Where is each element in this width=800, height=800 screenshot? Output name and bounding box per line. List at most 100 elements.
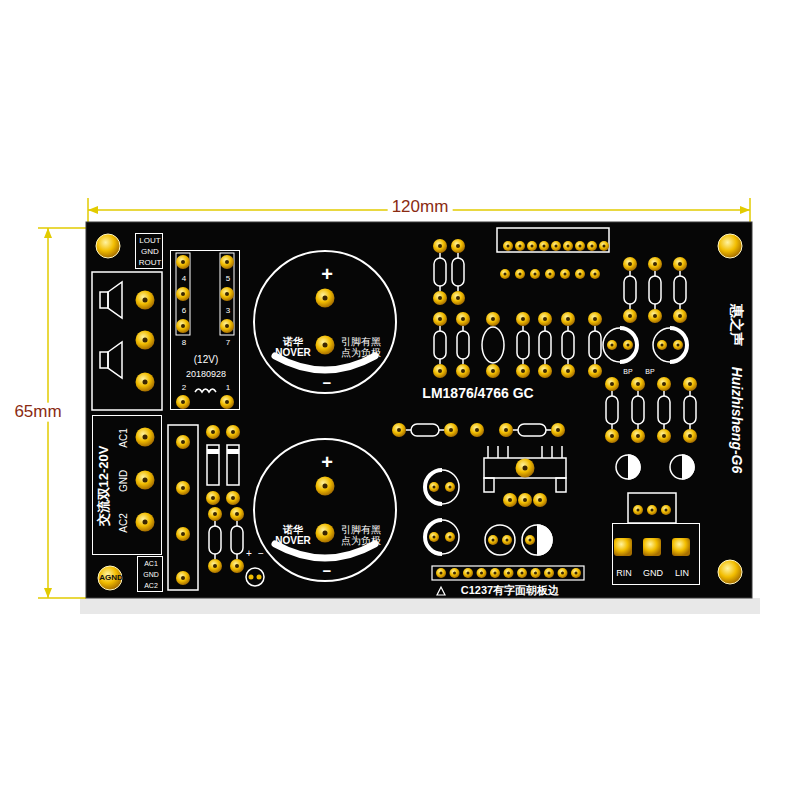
capacitor-pads — [623, 340, 633, 350]
relay-pads — [220, 319, 234, 333]
relay-pads — [176, 255, 190, 269]
header-connector — [497, 228, 609, 279]
pcb-board — [86, 222, 752, 598]
electrolytic-capacitor — [682, 455, 694, 479]
pin-strip — [463, 568, 473, 578]
resistor-symbol — [561, 312, 575, 378]
relay-symbol — [176, 253, 234, 392]
capacitor-pads — [657, 340, 667, 350]
capacitor-pads — [525, 535, 535, 545]
silkscreen-text: + — [321, 451, 333, 473]
electrolytic-capacitor — [616, 455, 640, 479]
terminal-pads — [136, 373, 155, 392]
output-label-box: LOUTGNDROUT — [135, 233, 163, 269]
resistor-symbol — [486, 312, 500, 326]
mounting-holes — [96, 234, 742, 590]
rectifier-bridge — [176, 571, 190, 585]
header-connector — [527, 241, 537, 251]
input-connector — [633, 505, 643, 515]
silkscreen-text: 2 — [182, 384, 186, 393]
silkscreen-text: 3 — [226, 307, 230, 316]
silkscreen-text: 引脚有黑 点为负极 — [338, 336, 384, 358]
dimension-lines — [38, 597, 86, 599]
silkscreen-text: AC1 — [118, 428, 129, 447]
mounting-holes — [98, 566, 122, 590]
resistor-symbol — [433, 239, 447, 305]
input-connector — [661, 505, 671, 515]
dimension-label: 65mm — [10, 403, 65, 422]
brand-label: Huizhisheng-G6 — [728, 367, 743, 474]
silkscreen-text: AC1 — [144, 560, 158, 568]
capacitor-pads — [429, 340, 683, 545]
silkscreen-text: GND — [643, 569, 663, 579]
electrolytic-capacitor — [670, 455, 694, 479]
resistor-symbol — [673, 257, 687, 323]
heatsink — [484, 446, 566, 492]
electrolytic-capacitor — [425, 520, 459, 554]
diode-symbol — [226, 491, 240, 505]
capacitor-pads — [316, 289, 335, 543]
header-connector — [545, 269, 555, 279]
heatsink — [561, 446, 563, 458]
speaker-terminal — [92, 272, 162, 410]
header-connector — [500, 269, 510, 279]
resistor-symbol — [482, 327, 504, 363]
rectifier-bridge — [168, 425, 198, 590]
resistor-symbol — [516, 312, 530, 378]
resistor-symbol — [499, 423, 565, 437]
capacitor-pads — [429, 532, 439, 542]
header-connector — [575, 241, 585, 251]
dimension-lines — [38, 227, 86, 229]
resistor-symbol — [433, 312, 447, 378]
header-connector — [539, 241, 549, 251]
heatsink — [484, 458, 566, 478]
mounting-holes — [96, 234, 120, 258]
electrolytic-capacitor — [425, 470, 459, 504]
resistor-symbol — [623, 257, 637, 323]
electrolytic-capacitor — [620, 328, 637, 362]
small-capacitor — [257, 575, 262, 580]
ground-label: AGND — [99, 574, 123, 583]
capacitor-type: BP — [623, 368, 632, 376]
silkscreen-text: AC2 — [118, 513, 129, 532]
capacitor-pads — [316, 524, 335, 543]
silkscreen-text: 1 — [226, 384, 230, 393]
relay-pads — [176, 255, 234, 409]
silkscreen-text: − — [323, 563, 332, 580]
diode-symbol — [206, 425, 220, 439]
silkscreen-text: 引脚有黑 点为负极 — [338, 524, 384, 546]
silkscreen-text: 诺华 NOVER — [271, 524, 315, 546]
header-connector — [515, 269, 525, 279]
diode-symbol — [207, 449, 219, 454]
silkscreen-text: LOUT — [139, 237, 160, 246]
relay-symbol — [176, 253, 190, 335]
relay-pads — [176, 395, 190, 409]
ac-label-box: AC1GNDAC2 — [137, 556, 163, 592]
header-connector — [503, 241, 513, 251]
header-connector — [551, 241, 561, 251]
header-connector — [560, 269, 570, 279]
relay-pads — [176, 319, 190, 333]
input-connector — [672, 538, 690, 556]
silkscreen-text: + — [321, 263, 333, 285]
terminal-pads — [136, 513, 155, 532]
rectifier-bridge — [168, 425, 198, 590]
silkscreen-text: 5 — [226, 275, 230, 284]
capacitor-pads — [429, 482, 439, 492]
capacitor-marking — [275, 544, 375, 558]
polarity-mark: + — [246, 548, 252, 559]
input-connector-box: RINGNDLIN — [612, 523, 700, 585]
electrolytic-capacitor — [485, 525, 515, 555]
silkscreen-text: − — [323, 375, 332, 392]
resistor-symbol — [486, 364, 500, 378]
dimension-lines — [44, 588, 52, 598]
terminal-pads — [136, 428, 155, 447]
chip-pads — [516, 459, 535, 478]
electrolytic-capacitor — [603, 328, 637, 362]
mounting-holes — [718, 560, 742, 584]
brand-label: 惠之声 — [728, 304, 743, 346]
header-connector — [590, 269, 600, 279]
resistor-symbol — [538, 312, 552, 378]
input-connector — [628, 493, 676, 523]
